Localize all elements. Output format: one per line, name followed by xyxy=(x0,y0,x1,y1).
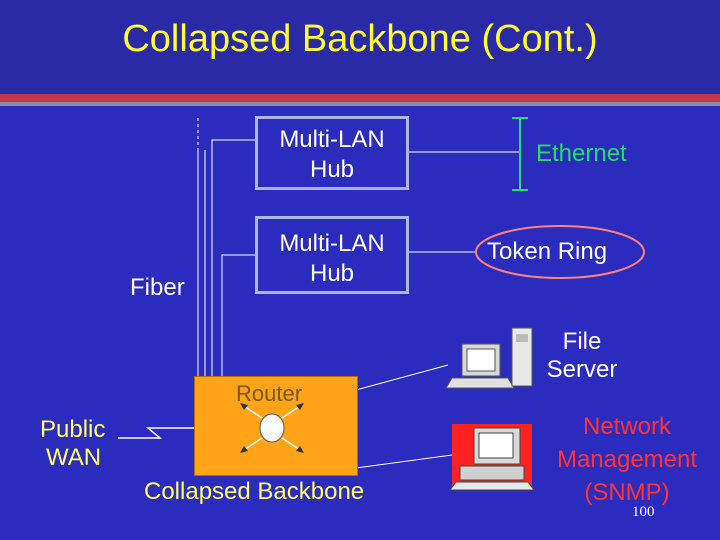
multi-lan-hub-1: Multi-LAN Hub xyxy=(255,116,409,190)
token-ring-ellipse xyxy=(475,225,645,279)
hub2-line1: Multi-LAN xyxy=(279,230,385,257)
slide-title: Collapsed Backbone (Cont.) xyxy=(122,18,598,60)
hub2-uplink xyxy=(221,254,255,376)
title-rule xyxy=(0,94,720,102)
router-fileserver-link xyxy=(355,364,449,391)
ethernet-label: Ethernet xyxy=(536,140,627,167)
file-server-line2: Server xyxy=(546,356,618,383)
file-server-line1: File xyxy=(562,328,602,355)
network-mgmt-line2: Management xyxy=(556,446,698,473)
network-mgmt-line3: (SNMP) xyxy=(584,479,670,506)
hub1-line1: Multi-LAN xyxy=(279,126,385,153)
hub1-line2: Hub xyxy=(309,156,355,183)
title-band xyxy=(0,0,720,94)
public-wan-line1: Public xyxy=(40,416,106,443)
fiber-label: Fiber xyxy=(130,274,185,301)
page-number: 100 xyxy=(632,504,655,520)
wan-link xyxy=(118,427,194,439)
hub2-line2: Hub xyxy=(309,260,355,287)
router-mgmt-link xyxy=(355,454,453,469)
multi-lan-hub-2: Multi-LAN Hub xyxy=(255,216,409,294)
token-ring-label: Token Ring xyxy=(487,238,608,265)
router-label: Router xyxy=(236,381,303,406)
network-management-label: Network Management (SNMP) xyxy=(542,410,712,509)
network-mgmt-line1: Network xyxy=(582,413,672,440)
title-rule-shadow xyxy=(0,102,720,106)
public-wan-line2: WAN xyxy=(46,444,102,471)
public-wan-label: Public WAN xyxy=(40,416,105,472)
collapsed-backbone-label: Collapsed Backbone xyxy=(144,478,365,505)
hub1-uplink xyxy=(211,139,255,376)
file-server-label: File Server xyxy=(540,328,624,384)
